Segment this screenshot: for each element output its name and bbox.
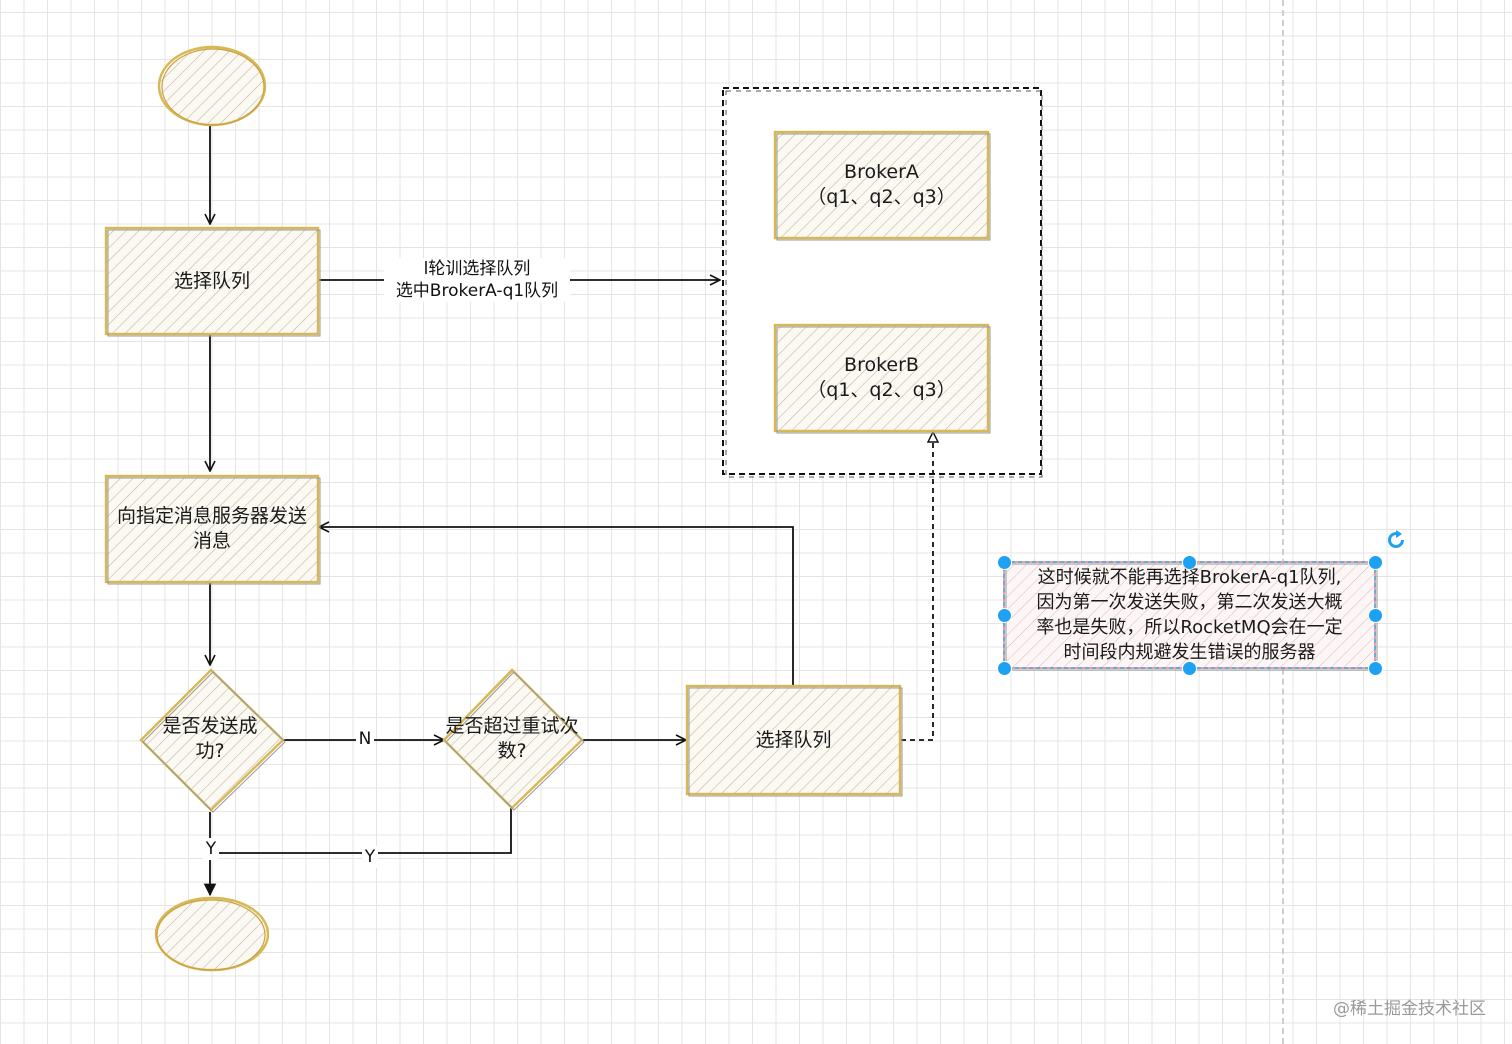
edge-select2-to-brokerb (901, 432, 933, 741)
start-node[interactable] (157, 45, 267, 127)
select-queue-label-2: 选择队列 (755, 728, 832, 751)
resize-handle-left[interactable] (997, 608, 1012, 623)
resize-handle-top-left[interactable] (997, 555, 1012, 570)
page-boundary (1282, 0, 1284, 1044)
select-queue-label-1: 选择队列 (173, 269, 250, 292)
exceed-retry-label: 是否超过重试次数? (445, 715, 579, 762)
edge-select2-back-to-send (319, 527, 794, 686)
broker-b-label: BrokerB （q1、q2、q3） (807, 354, 956, 401)
broker-a-label: BrokerA （q1、q2、q3） (807, 161, 956, 208)
edge-retry-yes (210, 808, 512, 854)
select-queue-node-2[interactable] (685, 684, 903, 797)
resize-handle-top-right[interactable] (1368, 555, 1383, 570)
no-edge-label: N (356, 728, 374, 750)
note-text: 这时候就不能再选择BrokerA-q1队列, 因为第一次发送失败，第二次发送大概… (1036, 567, 1343, 663)
send-message-label: 向指定消息服务器发送消息 (116, 505, 307, 552)
send-message-node[interactable] (104, 474, 321, 585)
yes-edge-label-back: Y (362, 846, 378, 868)
resize-handle-top[interactable] (1182, 555, 1197, 570)
resize-handle-bottom-left[interactable] (997, 661, 1012, 676)
resize-handle-right[interactable] (1368, 608, 1383, 623)
end-node[interactable] (154, 896, 270, 972)
yes-edge-label-down: Y (203, 838, 219, 860)
round-robin-edge-label: l轮训选择队列 选中BrokerA-q1队列 (384, 258, 570, 302)
rotate-icon[interactable] (1384, 528, 1408, 552)
resize-handle-bottom[interactable] (1182, 661, 1197, 676)
send-success-decision[interactable] (139, 668, 286, 813)
select-queue-node-1[interactable] (104, 226, 321, 337)
broker-b-node[interactable] (773, 323, 991, 434)
watermark: @稀土掘金技术社区 (1333, 999, 1486, 1019)
exceed-retry-decision[interactable] (442, 668, 585, 811)
send-success-label: 是否发送成功? (162, 715, 258, 762)
broker-a-node[interactable] (773, 130, 991, 241)
resize-handle-bottom-right[interactable] (1368, 661, 1383, 676)
